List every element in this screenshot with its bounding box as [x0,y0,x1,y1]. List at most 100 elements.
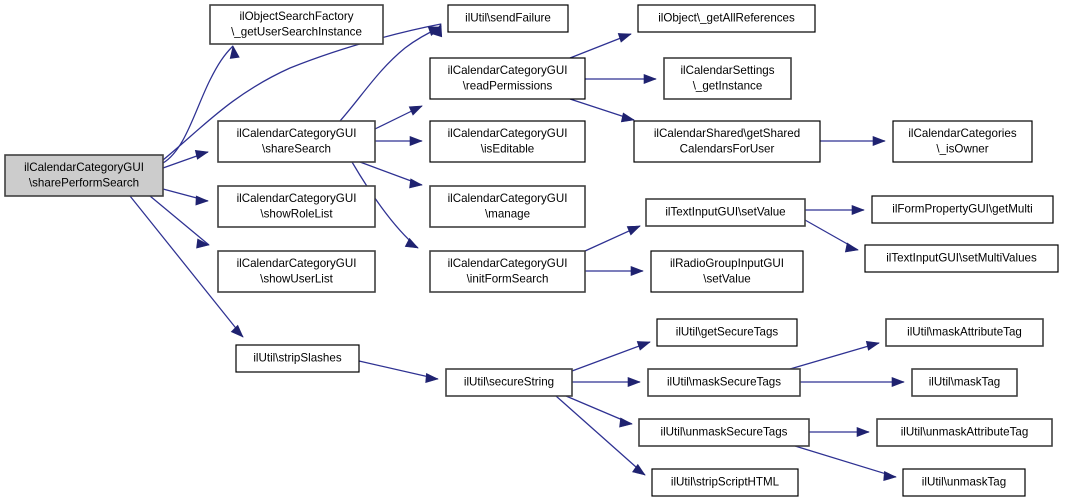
node-box[interactable] [651,468,799,497]
node-box[interactable] [447,4,569,33]
call-edge-maskSecureTags-to-maskTag [800,376,905,388]
call-graph-node-isOwner[interactable]: ilCalendarCategories\_isOwner [892,120,1033,163]
call-graph-node-shareSearch[interactable]: ilCalendarCategoryGUI\shareSearch [217,120,376,163]
call-edge-readPermissions-to-getAllReferences [569,33,632,59]
edge-line [794,445,897,478]
call-graph-node-manage[interactable]: ilCalendarCategoryGUI\manage [429,185,586,228]
call-graph-node-getMulti[interactable]: ilFormPropertyGUI\getMulti [871,195,1054,224]
node-label-line: ilCalendarCategoryGUI [24,161,144,174]
node-label-line: \isEditable [481,142,535,155]
node-box[interactable] [429,250,586,293]
node-label-line: ilCalendarCategoryGUI [448,257,568,270]
call-graph-node-getSecureTags[interactable]: ilUtil\getSecureTags [656,318,798,347]
call-graph-node-initFormSearch[interactable]: ilCalendarCategoryGUI \initFormSearch [429,250,586,293]
call-edge-shareSearch-to-sendFailure [339,26,442,122]
arrowhead-icon [404,237,419,249]
node-box[interactable] [902,468,1026,497]
call-graph-node-readPermissions[interactable]: ilCalendarCategoryGUI\readPermissions [429,57,586,100]
call-edge-secureString-to-unmaskSecureTags [565,395,633,428]
node-box[interactable] [429,185,586,228]
node-box[interactable] [217,250,376,293]
call-graph-node-showUserList[interactable]: ilCalendarCategoryGUI\showUserList [217,250,376,293]
call-graph-node-maskTag[interactable]: ilUtil\maskTag [911,368,1018,397]
call-edge-setValueText-to-getMulti [805,204,865,216]
node-label-line: ilUtil\secureString [464,376,554,389]
node-box[interactable] [4,154,164,197]
nodes-layer: ilCalendarCategoryGUI\sharePerformSearch… [4,4,1059,497]
call-graph-node-unmaskAttributeTag[interactable]: ilUtil\unmaskAttributeTag [876,418,1053,447]
node-label-line: ilTextInputGUI\setMultiValues [886,252,1037,265]
call-graph-node-radioSetValue[interactable]: ilRadioGroupInputGUI\setValue [650,250,804,293]
edge-line [162,23,442,161]
node-label-line: ilUtil\stripScriptHTML [671,476,780,489]
node-label-line: \setValue [703,272,750,285]
node-label-line: ilUtil\unmaskTag [922,476,1006,489]
node-box[interactable] [911,368,1018,397]
call-graph-node-stripSlashes[interactable]: ilUtil\stripSlashes [235,344,360,373]
call-graph-node-unmaskSecureTags[interactable]: ilUtil\unmaskSecureTags [638,418,810,447]
call-graph-node-sendFailure[interactable]: ilUtil\sendFailure [447,4,569,33]
call-graph-node-maskSecureTags[interactable]: ilUtil\maskSecureTags [647,368,801,397]
call-graph-node-maskAttributeTag[interactable]: ilUtil\maskAttributeTag [885,318,1044,347]
call-edge-unmaskSecureTags-to-unmaskTag [794,445,897,482]
call-graph-node-isEditable[interactable]: ilCalendarCategoryGUI\isEditable [429,120,586,163]
arrowhead-icon [194,149,209,160]
node-label-line: ilUtil\sendFailure [465,12,551,25]
arrowhead-icon [643,73,657,85]
node-box[interactable] [647,368,801,397]
node-box[interactable] [638,418,810,447]
node-box[interactable] [217,120,376,163]
node-label-line: ilFormPropertyGUI\getMulti [892,203,1032,216]
node-box[interactable] [650,250,804,293]
call-graph-node-setMultiValues[interactable]: ilTextInputGUI\setMultiValues [864,244,1059,273]
node-box[interactable] [871,195,1054,224]
node-box[interactable] [656,318,798,347]
edge-line [571,341,651,372]
arrowhead-icon [229,45,240,59]
node-box[interactable] [209,4,384,45]
call-graph-node-setValueText[interactable]: ilTextInputGUI\setValue [645,198,806,227]
node-label-line: \initFormSearch [467,272,549,285]
node-label-line: ilUtil\unmaskAttributeTag [901,426,1029,439]
call-graph-node-showRoleList[interactable]: ilCalendarCategoryGUI\showRoleList [217,185,376,228]
call-graph-node-getSharedCalendarsForUser[interactable]: ilCalendarShared\getSharedCalendarsForUs… [633,120,821,163]
node-box[interactable] [864,244,1059,273]
call-edge-sharePerformSearch-to-showRoleList [162,188,209,206]
edge-line [358,360,439,380]
node-label-line: \_getUserSearchInstance [231,25,362,38]
node-label-line: \showRoleList [260,207,333,220]
node-box[interactable] [633,120,821,163]
node-label-line: \_getInstance [693,79,763,92]
arrowhead-icon [195,195,209,206]
node-box[interactable] [235,344,360,373]
call-graph-node-secureString[interactable]: ilUtil\secureString [445,368,573,397]
node-box[interactable] [217,185,376,228]
arrowhead-icon [865,340,880,351]
node-box[interactable] [445,368,573,397]
call-graph-node-stripScriptHTML[interactable]: ilUtil\stripScriptHTML [651,468,799,497]
call-graph-node-sharePerformSearch[interactable]: ilCalendarCategoryGUI\sharePerformSearch [4,154,164,197]
node-box[interactable] [876,418,1053,447]
call-graph-node-getAllReferences[interactable]: ilObject\_getAllReferences [637,4,816,33]
node-box[interactable] [429,120,586,163]
call-edge-readPermissions-to-getSharedCalendarsForUser [569,98,635,123]
node-box[interactable] [885,318,1044,347]
node-box[interactable] [637,4,816,33]
call-edge-sharePerformSearch-to-shareSearch [162,149,209,169]
call-graph-node-getInstance[interactable]: ilCalendarSettings\_getInstance [663,57,792,100]
node-label-line: ilUtil\maskTag [929,376,1001,389]
call-edge-secureString-to-maskSecureTags [572,376,641,388]
call-graph-node-getUserSearchInstance[interactable]: ilObjectSearchFactory\_getUserSearchInst… [209,4,384,45]
node-box[interactable] [645,198,806,227]
node-label-line: ilCalendarCategoryGUI [448,64,568,77]
node-box[interactable] [663,57,792,100]
call-graph-node-unmaskTag[interactable]: ilUtil\unmaskTag [902,468,1026,497]
arrowhead-icon [883,470,897,482]
node-label-line: ilObject\_getAllReferences [658,12,795,25]
node-box[interactable] [892,120,1033,163]
node-box[interactable] [429,57,586,100]
node-label-line: CalendarsForUser [680,142,775,155]
arrowhead-icon [632,463,646,476]
arrowhead-icon [636,341,651,351]
